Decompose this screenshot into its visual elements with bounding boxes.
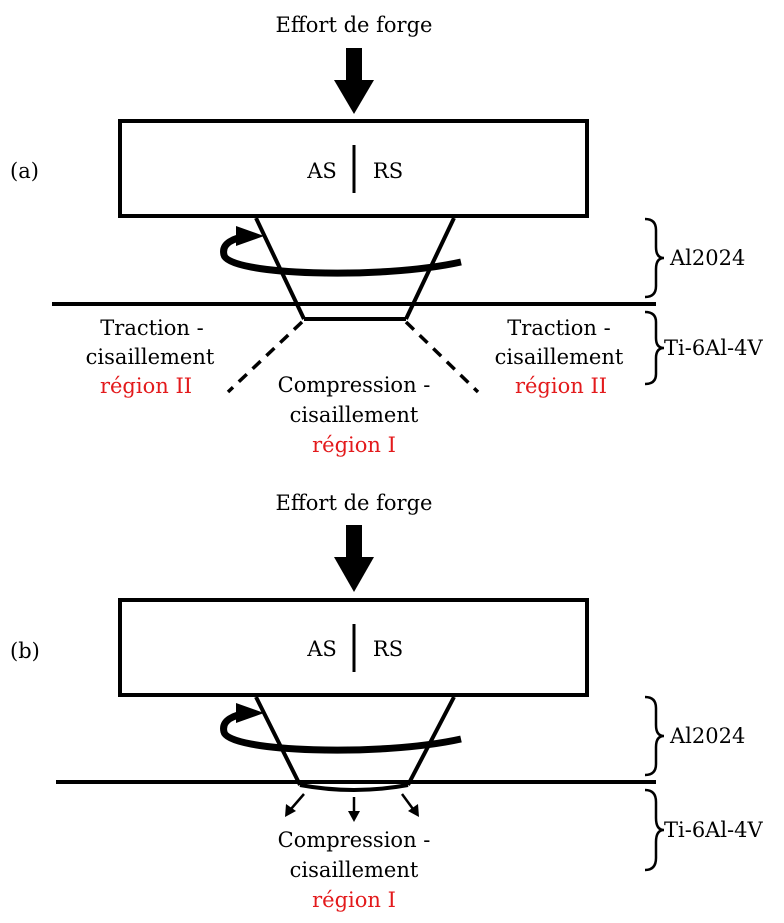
right-region-text: Traction - cisaillement région II bbox=[495, 316, 624, 398]
center-region-line1: Compression - bbox=[278, 828, 431, 852]
compression-arrows bbox=[285, 793, 419, 822]
force-label: Effort de forge bbox=[276, 491, 433, 515]
panel-label: (b) bbox=[10, 639, 40, 663]
bottom-material-label: Ti-6Al-4V bbox=[664, 818, 764, 842]
rotation-arrow bbox=[220, 703, 462, 754]
panel-b: Effort de forge (b) AS RS bbox=[10, 491, 764, 912]
center-region-text: Compression - cisaillement région I bbox=[278, 828, 431, 912]
tool-pin bbox=[254, 696, 456, 792]
left-region-text: Traction - cisaillement région II bbox=[86, 316, 215, 398]
right-region-line3: région II bbox=[515, 374, 607, 398]
force-arrow bbox=[334, 525, 374, 592]
right-shear-boundary bbox=[404, 320, 480, 394]
left-region-line3: région II bbox=[100, 374, 192, 398]
retreating-side-label: RS bbox=[373, 159, 403, 183]
panel-a: Effort de forge (a) AS RS Al2024 Ti-6Al-… bbox=[10, 13, 764, 457]
left-region-line1: Traction - bbox=[100, 316, 203, 340]
center-region-line1: Compression - bbox=[278, 373, 431, 397]
ti6al4v-brace bbox=[644, 310, 665, 386]
al2024-brace bbox=[644, 695, 665, 777]
center-region-line2: cisaillement bbox=[290, 858, 419, 882]
bottom-material-label: Ti-6Al-4V bbox=[664, 336, 764, 360]
retreating-side-label: RS bbox=[373, 637, 403, 661]
center-region-line3: région I bbox=[312, 888, 396, 912]
center-region-line2: cisaillement bbox=[290, 403, 419, 427]
left-region-line2: cisaillement bbox=[86, 345, 215, 369]
rotation-arrow bbox=[220, 226, 462, 277]
advancing-side-label: AS bbox=[306, 637, 337, 661]
right-region-line2: cisaillement bbox=[495, 345, 624, 369]
ti6al4v-brace bbox=[644, 788, 665, 872]
force-arrow bbox=[334, 48, 374, 114]
top-material-label: Al2024 bbox=[669, 724, 745, 748]
right-region-line1: Traction - bbox=[507, 316, 610, 340]
center-region-text: Compression - cisaillement région I bbox=[278, 373, 431, 457]
top-material-label: Al2024 bbox=[669, 246, 745, 270]
left-shear-boundary bbox=[226, 320, 304, 394]
panel-label: (a) bbox=[10, 159, 39, 183]
center-region-line3: région I bbox=[312, 433, 396, 457]
advancing-side-label: AS bbox=[306, 159, 337, 183]
force-label: Effort de forge bbox=[276, 13, 433, 37]
al2024-brace bbox=[644, 217, 665, 299]
